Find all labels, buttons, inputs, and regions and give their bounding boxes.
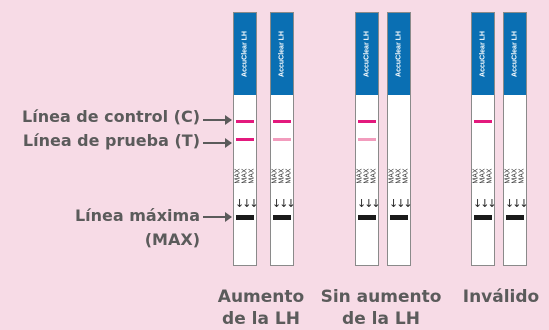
max-line-sublabel: (MAX) xyxy=(144,230,200,249)
group-label-invalid-line1: Inválido xyxy=(462,287,540,307)
strip-head: AccuClear LH xyxy=(234,13,256,95)
max-line-arrow xyxy=(203,212,232,222)
down-arrows-icon: ↓↓↓ xyxy=(473,197,497,210)
max-marker: MAX xyxy=(278,168,286,184)
test-line xyxy=(236,138,254,141)
control-line xyxy=(236,120,254,123)
strip-brand-text: AccuClear LH xyxy=(278,31,286,77)
max-marker: MAX xyxy=(504,168,512,184)
max-marker: MAX xyxy=(486,168,494,184)
max-marker: MAX xyxy=(234,168,242,184)
strip-head: AccuClear LH xyxy=(271,13,293,95)
max-line xyxy=(474,215,492,220)
group-label-no-lh-surge: Sin aumento de la LH xyxy=(316,286,446,330)
max-marker: MAX xyxy=(285,168,293,184)
max-line-label: Línea máxima xyxy=(74,206,200,225)
down-arrows-icon: ↓↓↓ xyxy=(235,197,259,210)
strip-head: AccuClear LH xyxy=(388,13,410,95)
down-arrows-icon: ↓↓↓ xyxy=(389,197,413,210)
strip-head: AccuClear LH xyxy=(472,13,494,95)
max-marker: MAX xyxy=(388,168,396,184)
max-marker: MAX xyxy=(370,168,378,184)
max-marker: MAX xyxy=(356,168,364,184)
strip-head: AccuClear LH xyxy=(356,13,378,95)
test-line-arrow xyxy=(203,138,232,148)
max-marker: MAX xyxy=(518,168,526,184)
strip-brand-text: AccuClear LH xyxy=(241,31,249,77)
max-line xyxy=(390,215,408,220)
max-marker: MAX xyxy=(241,168,249,184)
group-label-invalid: Inválido xyxy=(436,286,549,308)
control-line xyxy=(358,120,376,123)
max-marker: MAX xyxy=(472,168,480,184)
test-line-label: Línea de prueba (T) xyxy=(22,131,200,150)
test-line xyxy=(358,138,376,141)
down-arrows-icon: ↓↓↓ xyxy=(357,197,381,210)
strip-brand-text: AccuClear LH xyxy=(511,31,519,77)
group-label-lh-surge: Aumento de la LH xyxy=(196,286,326,330)
group-label-lh-surge-line2: de la LH xyxy=(222,309,300,329)
down-arrows-icon: ↓↓↓ xyxy=(272,197,296,210)
strip-brand-text: AccuClear LH xyxy=(479,31,487,77)
max-marker: MAX xyxy=(511,168,519,184)
group-label-lh-surge-line1: Aumento xyxy=(217,287,305,307)
max-line xyxy=(358,215,376,220)
strip-brand-text: AccuClear LH xyxy=(395,31,403,77)
group-label-no-lh-surge-line1: Sin aumento xyxy=(320,287,442,307)
down-arrows-icon: ↓↓↓ xyxy=(505,197,529,210)
max-marker: MAX xyxy=(248,168,256,184)
max-marker: MAX xyxy=(395,168,403,184)
control-line-label: Línea de control (C) xyxy=(22,107,200,126)
max-line xyxy=(236,215,254,220)
control-line xyxy=(474,120,492,123)
strip-head: AccuClear LH xyxy=(504,13,526,95)
max-marker: MAX xyxy=(271,168,279,184)
max-marker: MAX xyxy=(402,168,410,184)
strip-brand-text: AccuClear LH xyxy=(363,31,371,77)
test-line xyxy=(273,138,291,141)
max-line xyxy=(273,215,291,220)
max-line xyxy=(506,215,524,220)
max-marker: MAX xyxy=(363,168,371,184)
group-label-no-lh-surge-line2: de la LH xyxy=(342,309,420,329)
control-line xyxy=(273,120,291,123)
control-line-arrow xyxy=(203,115,232,125)
max-marker: MAX xyxy=(479,168,487,184)
